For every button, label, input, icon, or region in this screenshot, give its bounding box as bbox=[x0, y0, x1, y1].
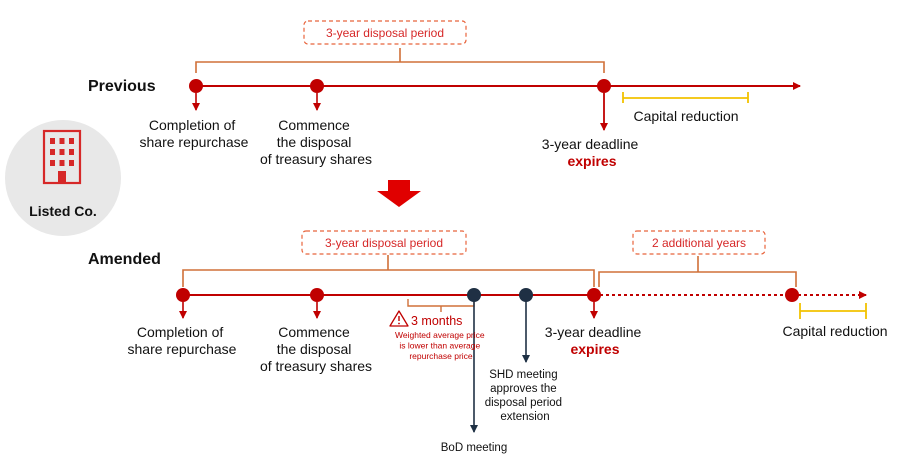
previous-period-box bbox=[303, 20, 467, 45]
amended-point-bod bbox=[467, 288, 481, 302]
amended-extension-label: 2 additional years bbox=[652, 236, 746, 250]
warning-icon bbox=[389, 310, 409, 327]
previous-row-label: Previous bbox=[88, 78, 156, 95]
company-label: Listed Co. bbox=[29, 203, 97, 219]
previous-event-deadline: 3-year deadline expires bbox=[542, 136, 642, 169]
amended-point-deadline bbox=[587, 288, 601, 302]
amended-capital-bracket bbox=[799, 303, 867, 319]
amended-event-commence: Commence the disposal of treasury shares bbox=[260, 324, 372, 374]
warning-note: Weighted average price is lower than ave… bbox=[395, 330, 487, 361]
previous-event-commence: Commence the disposal of treasury shares bbox=[260, 117, 372, 167]
amended-extension-brace bbox=[598, 256, 797, 287]
amended-row-label: Amended bbox=[88, 251, 161, 268]
previous-event-completion: Completion of share repurchase bbox=[140, 117, 249, 150]
three-months-label: 3 months bbox=[411, 314, 462, 328]
previous-capital-reduction: Capital reduction bbox=[633, 108, 738, 124]
previous-point-commence bbox=[310, 79, 324, 93]
amended-point-commence bbox=[310, 288, 324, 302]
amended-period-label: 3-year disposal period bbox=[325, 236, 443, 250]
amended-period-brace bbox=[182, 255, 595, 287]
previous-capital-bracket bbox=[622, 92, 749, 103]
previous-point-completion bbox=[189, 79, 203, 93]
amended-point-capital bbox=[785, 288, 799, 302]
amended-period-box bbox=[301, 230, 467, 255]
amended-extension-box bbox=[632, 230, 766, 255]
bod-meeting-label: BoD meeting bbox=[441, 442, 507, 454]
previous-period-label: 3-year disposal period bbox=[326, 26, 444, 40]
three-months-bracket bbox=[407, 299, 475, 312]
amended-point-completion bbox=[176, 288, 190, 302]
shd-meeting-label: SHD meeting approves the disposal period… bbox=[485, 369, 566, 423]
previous-point-deadline bbox=[597, 79, 611, 93]
amended-event-deadline: 3-year deadline expires bbox=[545, 324, 645, 357]
amended-capital-reduction: Capital reduction bbox=[782, 323, 887, 339]
amended-point-shd bbox=[519, 288, 533, 302]
previous-section: Previous 3-year disposal period Capital … bbox=[88, 20, 801, 169]
company-icon-group: Listed Co. bbox=[5, 120, 121, 236]
previous-period-brace bbox=[195, 48, 605, 73]
down-arrow-icon bbox=[377, 180, 421, 207]
amended-event-completion: Completion of share repurchase bbox=[128, 324, 237, 357]
office-building-icon bbox=[42, 129, 82, 185]
amended-section: Amended 3-year disposal period 2 additio… bbox=[88, 230, 888, 454]
